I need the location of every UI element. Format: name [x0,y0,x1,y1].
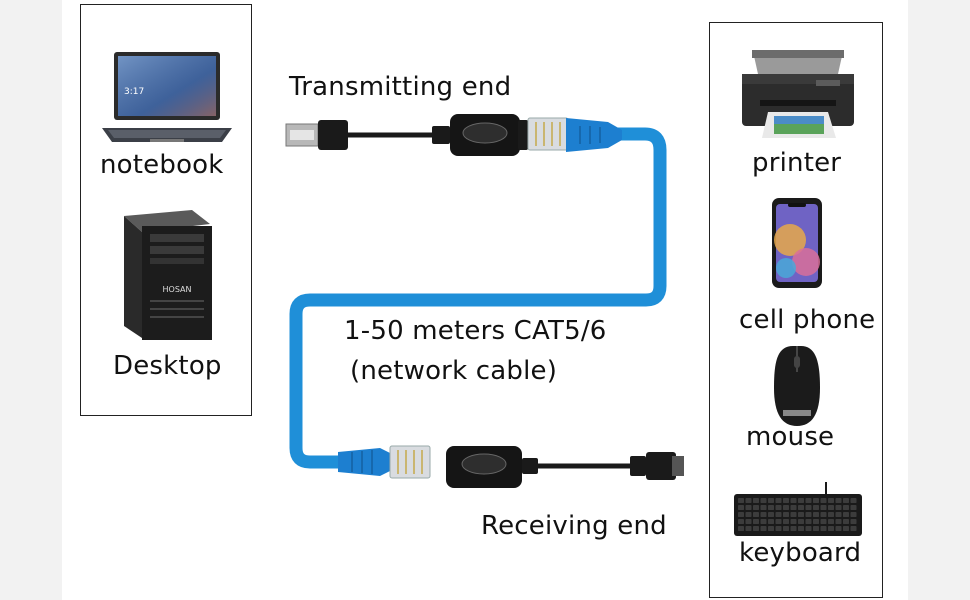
receiving-end-label: Receiving end [481,511,667,541]
receiving-usb-female [538,452,684,480]
mouse-label: mouse [746,422,835,452]
transmitting-adapter [450,114,528,156]
transmitting-usb-plug [285,120,450,150]
cable-type-label: (network cable) [350,356,558,386]
transmitting-rj45-plug [527,117,622,152]
receiving-adapter [446,446,538,488]
cable-length-label: 1-50 meters CAT5/6 [344,316,607,346]
desktop-label: Desktop [113,351,222,381]
laptop-icon: 3:17 [102,52,232,142]
printer-icon [742,50,854,138]
transmitting-end-label: Transmitting end [289,72,512,102]
notebook-label: notebook [100,150,224,180]
desktop-tower-icon: HOSAN [124,210,212,340]
mouse-icon [774,346,820,426]
laptop-screen-time: 3:17 [124,87,144,97]
network-cable [289,127,667,469]
receiving-rj45-plug [338,445,431,479]
tower-brand-text: HOSAN [163,285,192,294]
keyboard-label: keyboard [739,538,862,568]
printer-label: printer [752,148,842,178]
keyboard-icon [734,482,862,536]
cell-phone-label: cell phone [739,305,876,335]
cell-phone-icon [772,198,822,288]
